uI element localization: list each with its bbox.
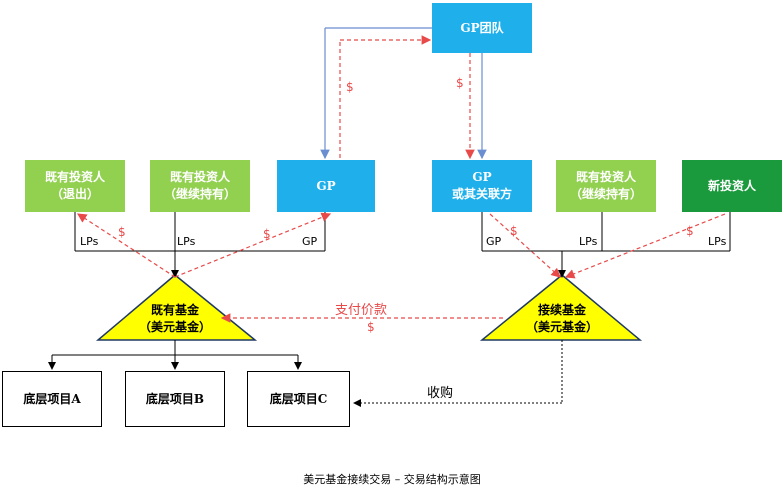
gp-team-links [320, 27, 487, 160]
gp-affiliate-box: GP 或其关联方 [432, 160, 532, 212]
left-lp-connector [74, 212, 326, 278]
project-a-box: 底层项目A [2, 371, 102, 427]
project-c-label: 底层项目C [269, 391, 328, 406]
existing-investor-hold-right-box: 既有投资人 （继续持有） [556, 160, 656, 212]
new-investor-label: 新投资人 [707, 178, 756, 193]
new-investor-box: 新投资人 [682, 160, 782, 212]
lps-label-4: LPs [708, 235, 727, 248]
gp-left-label: GP [316, 178, 336, 193]
existing-fund-label: 既有基金 （美元基金） [125, 302, 225, 336]
existing-investor-exit-box: 既有投资人 （退出） [25, 160, 125, 212]
dollar-exit: $ [118, 225, 126, 239]
gp-left-box: GP [277, 160, 375, 212]
gp-affiliate-line1: GP [472, 170, 492, 184]
money-flows [76, 35, 726, 323]
dollar-gp-affiliate: $ [510, 224, 518, 238]
acquisition-label: 收购 [427, 386, 454, 401]
existing-investor-exit-line1: 既有投资人 [44, 170, 105, 184]
gp-affiliate-line2: 或其关联方 [451, 187, 512, 201]
lps-label-2: LPs [177, 235, 196, 248]
diagram-caption: 美元基金接续交易 – 交易结构示意图 [303, 473, 481, 486]
existing-investor-hold-right-line1: 既有投资人 [575, 170, 636, 184]
existing-investor-hold-left-line1: 既有投资人 [169, 170, 230, 184]
existing-investor-hold-left-line2: （继续持有） [163, 187, 236, 201]
right-lp-connector [481, 212, 731, 278]
dollar-new-investor: $ [686, 224, 694, 238]
dollar-team-to-gp: $ [456, 76, 464, 90]
existing-fund-line1: 既有基金 [150, 303, 199, 317]
dollar-gp-to-team: $ [346, 80, 354, 94]
continuation-fund-triangle [479, 274, 643, 341]
acquisition-connector [353, 340, 563, 407]
continuation-fund-label: 接续基金 （美元基金） [512, 302, 612, 336]
existing-investor-hold-right-line2: （继续持有） [569, 187, 642, 201]
gp-label-2: GP [486, 235, 502, 248]
gp-team-label: GP团队 [460, 20, 504, 35]
lps-label-1: LPs [80, 235, 99, 248]
project-a-label: 底层项目A [23, 391, 81, 406]
project-b-box: 底层项目B [125, 371, 225, 427]
gp-label-1: GP [302, 235, 318, 248]
existing-fund-line2: （美元基金） [138, 320, 211, 334]
gp-team-box: GP团队 [432, 3, 532, 53]
dollar-gp-left: $ [263, 227, 271, 241]
project-connector [48, 340, 302, 370]
payment-label: 支付价款 [335, 303, 388, 318]
lps-label-3: LPs [579, 235, 598, 248]
existing-investor-exit-line2: （退出） [50, 187, 99, 201]
continuation-fund-line2: （美元基金） [525, 320, 598, 334]
project-c-box: 底层项目C [247, 371, 350, 427]
dollar-payment: $ [367, 320, 375, 334]
existing-fund-triangle [95, 274, 258, 341]
existing-investor-hold-left-box: 既有投资人 （继续持有） [150, 160, 250, 212]
continuation-fund-line1: 接续基金 [537, 303, 586, 317]
project-b-label: 底层项目B [145, 391, 205, 406]
